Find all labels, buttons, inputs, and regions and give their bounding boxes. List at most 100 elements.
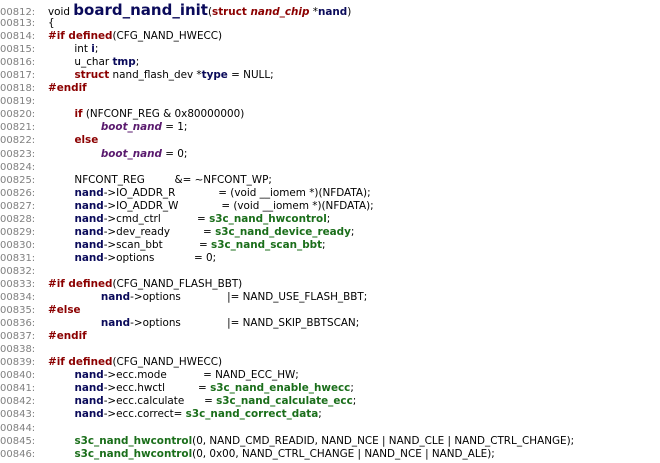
- code-token: void: [48, 6, 74, 18]
- code-token: struct: [74, 69, 110, 82]
- code-line: 00828: nand->cmd_ctrl = s3c_nand_hwcontr…: [0, 213, 660, 226]
- code-token: [48, 69, 74, 81]
- code-token: ->cmd_ctrl =: [103, 212, 210, 225]
- code-token: ->options |= NAND_SKIP_BBTSCAN;: [130, 317, 360, 330]
- code-token: [48, 369, 74, 381]
- line-number: 00820:: [0, 109, 36, 121]
- code-token: ;: [350, 225, 355, 238]
- code-token: [48, 291, 101, 303]
- code-token: [48, 148, 101, 160]
- code-line: 00839:#if defined(CFG_NAND_HWECC): [0, 356, 660, 369]
- code-token: ->options = 0;: [103, 251, 217, 264]
- code-token: defined: [68, 356, 113, 369]
- code-token: [48, 121, 101, 133]
- code-token: ->ecc.correct=: [103, 408, 186, 421]
- code-token: defined: [68, 277, 113, 290]
- code-line: 00827: nand->IO_ADDR_W = (void __iomem *…: [0, 200, 660, 213]
- code-token: nand: [317, 6, 348, 18]
- code-line: 00824:: [0, 161, 660, 174]
- code-token: ;: [326, 212, 331, 225]
- code-line: 00837:#endif: [0, 330, 660, 343]
- line-number: 00833:: [0, 278, 36, 290]
- code-line: 00816: u_char tmp;: [0, 56, 660, 69]
- code-line: 00825: NFCONT_REG &= ~NFCONT_WP;: [0, 174, 660, 187]
- code-token: [48, 395, 74, 407]
- code-token: ->ecc.mode = NAND_ECC_HW;: [103, 369, 299, 382]
- code-token: ;: [94, 43, 99, 56]
- code-token: nand: [100, 291, 131, 304]
- line-number: 00829:: [0, 226, 36, 238]
- code-line: 00821: boot_nand = 1;: [0, 121, 660, 134]
- code-token: = NULL;: [227, 69, 274, 82]
- line-number: 00837:: [0, 331, 36, 343]
- code-line: 00815: int i;: [0, 43, 660, 56]
- code-token: [48, 239, 74, 251]
- code-token: (0, NAND_CMD_READID, NAND_NCE | NAND_CLE…: [192, 434, 575, 447]
- code-token: (CFG_NAND_HWECC): [112, 356, 223, 369]
- line-number: 00830:: [0, 239, 36, 251]
- code-token: [48, 252, 74, 264]
- code-token: ->ecc.hwctl =: [103, 382, 211, 395]
- line-number: 00828:: [0, 213, 36, 225]
- code-token: s3c_nand_scan_bbt: [211, 238, 323, 251]
- code-token: [48, 435, 74, 447]
- code-token: #if: [48, 356, 69, 369]
- line-number: 00838:: [0, 344, 36, 356]
- line-number: 00836:: [0, 318, 36, 330]
- line-number: 00840:: [0, 370, 36, 382]
- line-number: 00824:: [0, 161, 36, 173]
- code-line: 00820: if (NFCONF_REG & 0x80000000): [0, 108, 660, 121]
- code-line: 00834: nand->options |= NAND_USE_FLASH_B…: [0, 291, 660, 304]
- code-line: 00835:#else: [0, 304, 660, 317]
- code-line: 00838:: [0, 343, 660, 356]
- line-number: 00812:: [0, 7, 36, 18]
- code-line: 00836: nand->options |= NAND_SKIP_BBTSCA…: [0, 317, 660, 330]
- code-token: s3c_nand_correct_data: [185, 408, 319, 421]
- code-token: #if: [48, 30, 69, 43]
- code-line: 00846: s3c_nand_hwcontrol(0, 0x00, NAND_…: [0, 448, 660, 461]
- code-token: (NFCONF_REG & 0x80000000): [82, 108, 245, 121]
- code-token: nand: [74, 212, 104, 225]
- code-token: s3c_nand_hwcontrol: [74, 434, 193, 447]
- code-line: 00830: nand->scan_bbt = s3c_nand_scan_bb…: [0, 239, 660, 252]
- code-token: [48, 213, 74, 225]
- line-number: 00842:: [0, 396, 36, 408]
- code-token: [48, 317, 101, 329]
- line-number: 00825:: [0, 174, 36, 186]
- code-line: 00844:: [0, 422, 660, 435]
- code-token: i: [91, 43, 95, 56]
- code-token: ->IO_ADDR_R = (void __iomem *)(NFDATA);: [103, 186, 371, 199]
- code-token: = 1;: [161, 121, 188, 134]
- code-token: nand: [74, 225, 104, 238]
- code-token: defined: [68, 30, 113, 43]
- line-number: 00816:: [0, 57, 36, 69]
- code-token: nand: [74, 382, 104, 395]
- code-token: struct: [212, 6, 251, 18]
- code-token: nand: [100, 317, 131, 330]
- code-line: 00823: boot_nand = 0;: [0, 148, 660, 161]
- line-number: 00817:: [0, 70, 36, 82]
- code-line: 00819:: [0, 95, 660, 108]
- code-line: 00833:#if defined(CFG_NAND_FLASH_BBT): [0, 278, 660, 291]
- code-token: ;: [350, 382, 354, 395]
- line-number: 00834:: [0, 292, 36, 304]
- code-token: NFCONT_REG &= ~NFCONT_WP;: [48, 173, 272, 186]
- line-number: 00845:: [0, 435, 36, 447]
- code-line: 00813:{: [0, 17, 660, 30]
- code-token: *: [309, 6, 318, 18]
- code-token: ;: [352, 395, 357, 408]
- code-line: 00826: nand->IO_ADDR_R = (void __iomem *…: [0, 187, 660, 200]
- code-token: nand_chip: [250, 6, 310, 18]
- code-token: ->dev_ready =: [103, 225, 216, 238]
- code-token: [48, 134, 74, 146]
- code-token: nand: [74, 186, 104, 199]
- line-number: 00835:: [0, 305, 36, 317]
- line-number: 00827:: [0, 200, 36, 212]
- code-token: (CFG_NAND_HWECC): [112, 30, 223, 43]
- code-token: nand_flash_dev *: [109, 69, 202, 82]
- code-token: board_nand_init: [73, 1, 208, 19]
- code-token: [48, 448, 74, 460]
- code-line: 00845: s3c_nand_hwcontrol(0, NAND_CMD_RE…: [0, 435, 660, 448]
- line-number: 00814:: [0, 31, 36, 43]
